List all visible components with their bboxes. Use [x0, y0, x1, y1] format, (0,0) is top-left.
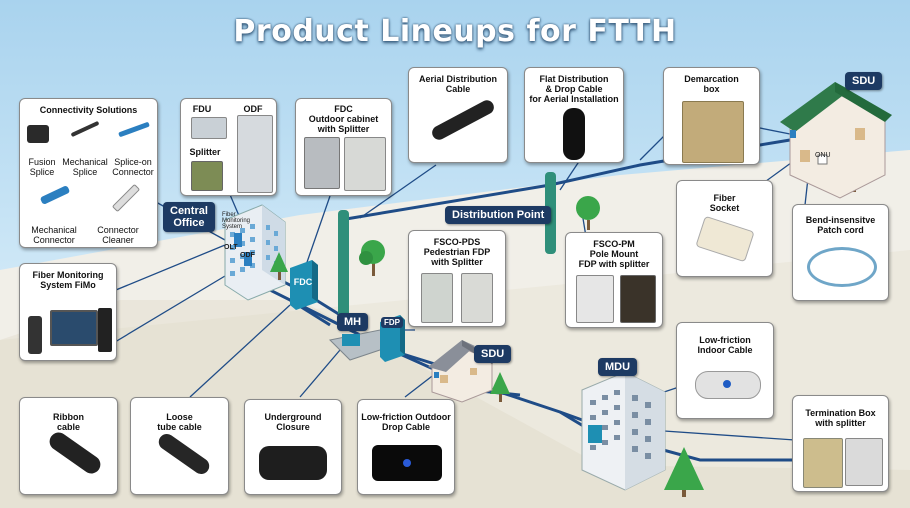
olt-label: OLT [224, 244, 238, 251]
mh-tag: MH [337, 313, 369, 331]
aerial-cable-label: Aerial Distribution Cable [418, 74, 497, 94]
patch-cord-label: Bend-insensitve Patch cord [805, 215, 876, 235]
termination-box-label: Termination Box with splitter [805, 408, 876, 428]
fsco-pm-card[interactable]: FSCO-PM Pole Mount FDP with splitter [565, 232, 663, 328]
mdu-label: MDU [598, 358, 638, 376]
mechanical-connector-icon [39, 185, 71, 205]
pole-1 [338, 210, 349, 318]
fsco-pm-photo-1 [576, 275, 614, 323]
page-title: Product Lineups for FTTH [233, 14, 677, 49]
ribbon-cable-label: Ribbon cable [53, 412, 84, 432]
mechanical-splice-icon [70, 120, 100, 138]
fdc-cabinet-label: FDC Outdoor cabinet with Splitter [308, 104, 379, 134]
ribbon-cable-card[interactable]: Ribbon cable [19, 397, 118, 495]
fusion-splicer-icon [27, 125, 49, 143]
sdu-mid-label: SDU [474, 345, 512, 363]
splice-on-connector-label: Splice-on Connector [112, 157, 154, 177]
mechanical-splice-label: Mechanical Splice [62, 157, 108, 177]
fusion-splice-label: Fusion Splice [28, 157, 56, 177]
underground-closure-photo [259, 446, 327, 480]
fsco-pds-label: FSCO-PDS Pedestrian FDP with Splitter [423, 237, 491, 267]
splice-on-connector-icon [118, 121, 150, 138]
fdc-cabinet-shape [290, 260, 318, 310]
fimo-monitor-photo [50, 310, 98, 346]
aerial-cable-card[interactable]: Aerial Distribution Cable [408, 67, 508, 163]
tree-3 [576, 196, 600, 230]
fimo-card[interactable]: Fiber Monitoring System FiMo [19, 263, 117, 361]
connector-cleaner-label: Connector Cleaner [97, 225, 139, 245]
loose-tube-label: Loose tube cable [157, 412, 202, 432]
lf-indoor-fiber-dot [723, 380, 731, 388]
mdu-building [581, 371, 666, 491]
fiber-socket-label: Fiber Socket [709, 193, 740, 213]
fimo-handheld-photo [28, 316, 42, 354]
demarcation-label: Demarcation box [684, 74, 739, 94]
fiber-monitoring-small-label: Fiber Monitoring System [222, 212, 251, 230]
flat-cable-photo [563, 108, 585, 160]
fsco-pds-photo-1 [421, 273, 453, 323]
termination-box-photo-2 [845, 438, 883, 486]
demarcation-card[interactable]: Demarcation box [663, 67, 760, 165]
aerial-cable-photo [429, 97, 497, 143]
flat-cable-label: Flat Distribution & Drop Cable for Aeria… [529, 74, 619, 104]
demarcation-photo [682, 101, 744, 163]
fdu-photo [191, 117, 227, 139]
odf-photo [237, 115, 273, 193]
sdu-house-top [780, 82, 892, 199]
distribution-point-label: Distribution Point [445, 206, 552, 224]
connectivity-heading: Connectivity Solutions [39, 105, 138, 115]
onu-label: ONU [815, 152, 831, 159]
mechanical-connector-label: Mechanical Connector [31, 225, 77, 245]
lf-indoor-label: Low-friction Indoor Cable [697, 335, 753, 355]
lf-outdoor-fiber-dot [403, 459, 411, 467]
tree-2 [359, 240, 385, 276]
fiber-socket-card[interactable]: Fiber Socket [676, 180, 773, 277]
lf-indoor-card[interactable]: Low-friction Indoor Cable [676, 322, 774, 419]
fdc-cabinet-open-photo [304, 137, 340, 189]
central-office-label: Central Office [163, 202, 215, 232]
lf-outdoor-label: Low-friction Outdoor Drop Cable [361, 412, 451, 432]
sdu-top-label: SDU [845, 72, 883, 90]
fsco-pds-photo-2 [461, 273, 493, 323]
splitter-photo [191, 161, 223, 191]
termination-box-photo-1 [803, 438, 843, 488]
tree-1 [270, 252, 288, 280]
flat-cable-card[interactable]: Flat Distribution & Drop Cable for Aeria… [524, 67, 624, 163]
loose-tube-card[interactable]: Loose tube cable [130, 397, 229, 495]
fiber-socket-photo [695, 215, 755, 263]
ribbon-cable-photo [46, 428, 104, 478]
tree-5 [664, 447, 704, 497]
odf-small-label: ODF [240, 252, 255, 259]
patch-cord-card[interactable]: Bend-insensitve Patch cord [792, 204, 889, 301]
tree-4 [490, 372, 510, 402]
connectivity-card[interactable]: Connectivity Solutions Fusion Splice Mec… [19, 98, 158, 248]
fimo-label: Fiber Monitoring System FiMo [32, 270, 104, 290]
termination-box-card[interactable]: Termination Box with splitter [792, 395, 889, 492]
loose-tube-photo [155, 430, 213, 478]
fdu-odf-card[interactable]: FDU ODF Splitter [180, 98, 277, 196]
fimo-tower-photo [98, 308, 112, 352]
underground-closure-card[interactable]: Underground Closure [244, 399, 342, 495]
odf-label: ODF [243, 104, 263, 114]
fdu-label: FDU [192, 104, 212, 114]
patch-cord-photo [807, 247, 877, 287]
fsco-pm-label: FSCO-PM Pole Mount FDP with splitter [578, 239, 650, 269]
fdc-cabinet-closed-photo [344, 137, 386, 191]
fsco-pds-card[interactable]: FSCO-PDS Pedestrian FDP with Splitter [408, 230, 506, 327]
central-office-building [224, 204, 286, 301]
fdc-tag: FDC [293, 277, 313, 287]
fdp-tag: FDP [381, 317, 403, 328]
lf-outdoor-card[interactable]: Low-friction Outdoor Drop Cable [357, 399, 455, 495]
fsco-pm-photo-2 [620, 275, 656, 323]
splitter-label: Splitter [189, 147, 221, 157]
fdc-cabinet-card[interactable]: FDC Outdoor cabinet with Splitter [295, 98, 392, 196]
underground-closure-label: Underground Closure [264, 412, 322, 432]
connector-cleaner-icon [111, 183, 141, 213]
